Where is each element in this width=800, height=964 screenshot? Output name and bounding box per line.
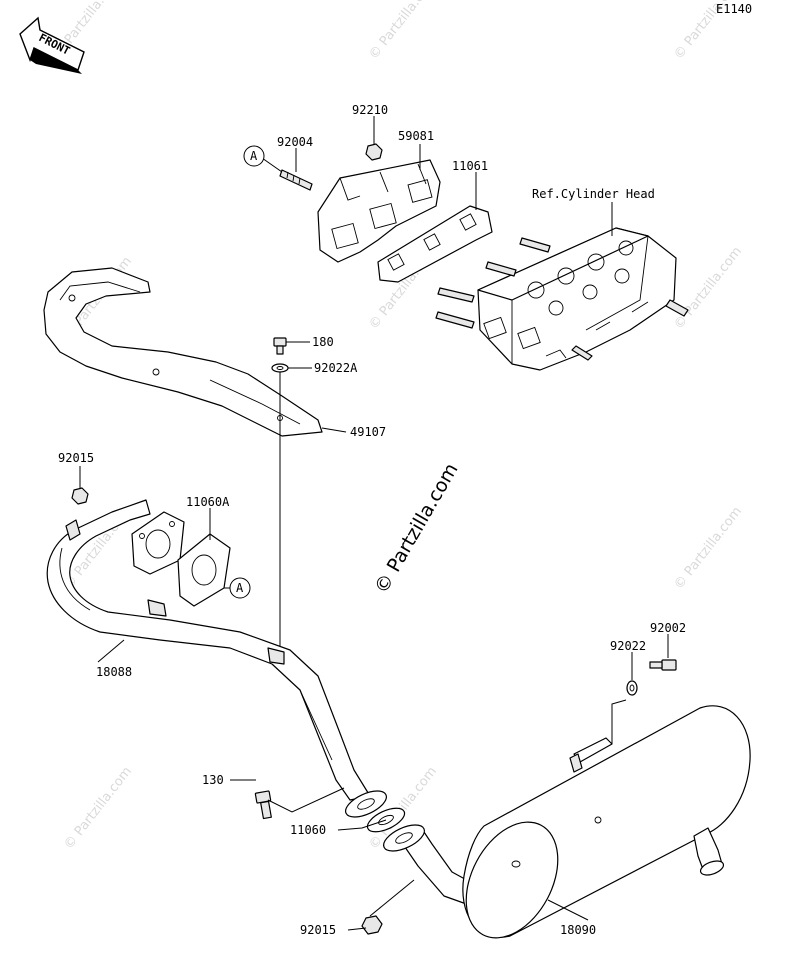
part-number-130: 130 xyxy=(202,773,224,787)
callout-a-top: A xyxy=(243,145,265,167)
part-number-92002: 92002 xyxy=(650,621,686,635)
part-number-59081: 59081 xyxy=(398,129,434,143)
head-pipe xyxy=(46,499,371,801)
flange-nut-92015 xyxy=(71,487,89,505)
muffler xyxy=(462,705,751,939)
part-number-49107: 49107 xyxy=(350,425,386,439)
callout-letter: A xyxy=(250,149,258,163)
part-labels: 92210 92004 59081 11061 180 92022A 49107… xyxy=(58,103,686,937)
watermark: © Partzilla.com xyxy=(671,504,745,592)
washer-92022A xyxy=(271,363,289,373)
stud-bolt xyxy=(279,169,313,191)
watermark: © Partzilla.com xyxy=(61,764,135,852)
leader-lines xyxy=(79,116,669,931)
washer-92022 xyxy=(626,680,638,696)
part-number-11060: 11060 xyxy=(290,823,326,837)
watermark: © Partzilla.com xyxy=(366,0,440,62)
watermark: © Partzilla.com xyxy=(671,244,745,332)
pipe-flange xyxy=(131,511,185,575)
exhaust-bracket xyxy=(43,267,323,437)
part-number-92015: 92015 xyxy=(58,451,94,465)
part-number-92210: 92210 xyxy=(352,103,388,117)
diagram-code: E1140 xyxy=(716,2,752,16)
bolt-180 xyxy=(273,337,287,355)
flange-gasket xyxy=(177,533,231,607)
center-watermark: © Partzilla.com xyxy=(370,460,462,598)
part-number-92015-bottom: 92015 xyxy=(300,923,336,937)
part-number-180: 180 xyxy=(312,335,334,349)
part-number-92004: 92004 xyxy=(277,135,313,149)
part-number-18088: 18088 xyxy=(96,665,132,679)
exhaust-manifold xyxy=(317,159,441,263)
bolt-130 xyxy=(254,790,272,820)
part-number-92022: 92022 xyxy=(610,639,646,653)
flange-nut xyxy=(365,143,383,161)
callout-a-bottom: A xyxy=(229,577,251,599)
callout-letter: A xyxy=(236,581,244,595)
manifold-gasket xyxy=(377,205,493,283)
ref-cylinder-head-label: Ref.Cylinder Head xyxy=(532,187,655,201)
part-number-92022A: 92022A xyxy=(314,361,358,375)
part-number-11060A: 11060A xyxy=(186,495,230,509)
bolt-92002 xyxy=(649,659,677,671)
part-number-18090: 18090 xyxy=(560,923,596,937)
watermark-layer: © Partzilla.com © Partzilla.com © Partzi… xyxy=(51,0,745,852)
flange-nut-92015-bottom xyxy=(361,915,383,935)
cylinder-head xyxy=(435,227,689,371)
part-number-11061: 11061 xyxy=(452,159,488,173)
